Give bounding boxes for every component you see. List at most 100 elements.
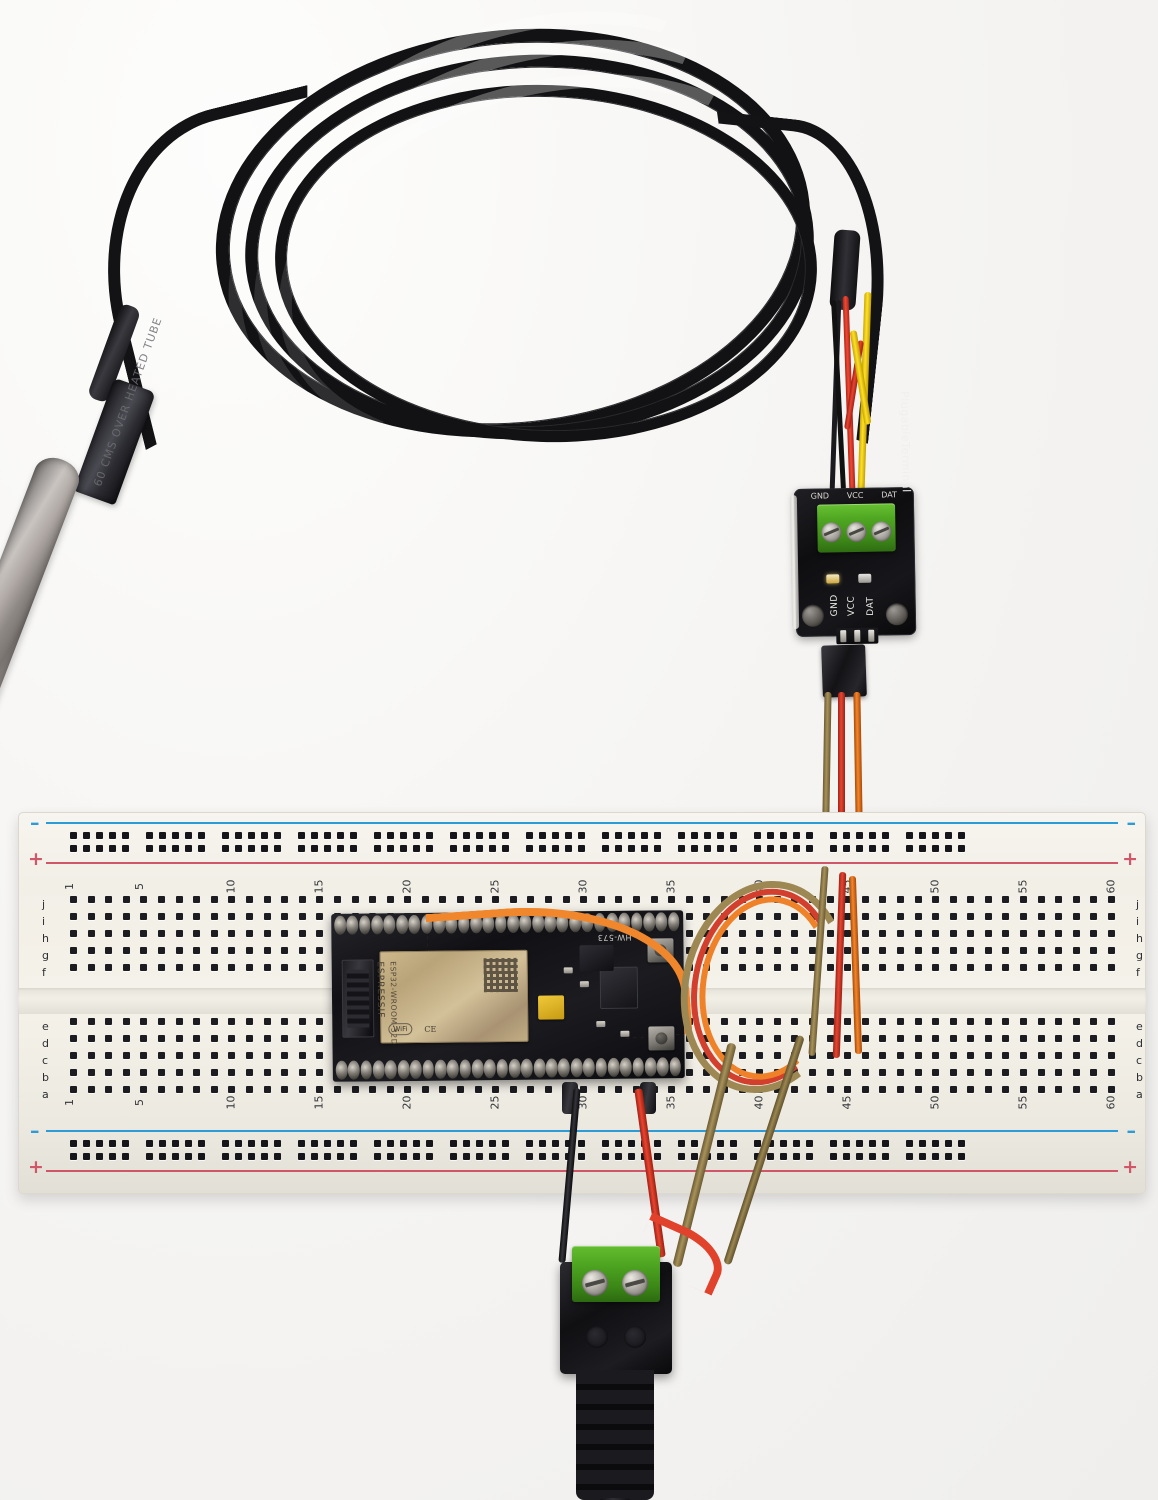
hole-a57[interactable]	[1055, 1086, 1063, 1093]
hole-j9[interactable]	[210, 896, 218, 903]
rail-hole[interactable]	[159, 1140, 166, 1147]
hole-b10[interactable]	[228, 1069, 236, 1076]
hole-d52[interactable]	[967, 1035, 975, 1042]
hole-j4[interactable]	[122, 896, 130, 903]
esp32-pin[interactable]	[643, 912, 656, 932]
hole-a56[interactable]	[1037, 1086, 1045, 1093]
rail-hole-group[interactable]	[70, 832, 135, 839]
hole-j36[interactable]	[685, 896, 693, 903]
hole-i14[interactable]	[298, 913, 306, 920]
rail-hole-group[interactable]	[374, 845, 439, 852]
hole-g15[interactable]	[316, 947, 324, 954]
hole-a14[interactable]	[298, 1086, 306, 1093]
hole-j41[interactable]	[773, 896, 781, 903]
hole-a49[interactable]	[914, 1086, 922, 1093]
hole-a18[interactable]	[369, 1086, 377, 1093]
hole-g6[interactable]	[157, 947, 165, 954]
esp32-pin[interactable]	[422, 1059, 435, 1079]
hole-b48[interactable]	[896, 1069, 904, 1076]
rail-hole[interactable]	[274, 1153, 281, 1160]
hole-e2[interactable]	[87, 1018, 95, 1025]
rail-hole[interactable]	[159, 1153, 166, 1160]
rail-hole-group[interactable]	[830, 1153, 895, 1160]
hole-c36[interactable]	[685, 1052, 693, 1059]
hole-b14[interactable]	[298, 1069, 306, 1076]
rail-hole[interactable]	[159, 832, 166, 839]
hole-i58[interactable]	[1072, 913, 1080, 920]
rail-hole[interactable]	[539, 832, 546, 839]
rail-hole-group[interactable]	[678, 832, 743, 839]
rail-hole[interactable]	[539, 1153, 546, 1160]
rail-hole-group[interactable]	[374, 1140, 439, 1147]
hole-a58[interactable]	[1072, 1086, 1080, 1093]
hole-b59[interactable]	[1090, 1069, 1098, 1076]
rail-hole[interactable]	[615, 845, 622, 852]
rail-hole[interactable]	[717, 832, 724, 839]
hole-i6[interactable]	[157, 913, 165, 920]
hole-h39[interactable]	[738, 930, 746, 937]
rail-hole[interactable]	[678, 845, 685, 852]
rail-hole[interactable]	[83, 832, 90, 839]
hole-c37[interactable]	[703, 1052, 711, 1059]
rail-hole[interactable]	[96, 1153, 103, 1160]
hole-i44[interactable]	[826, 913, 834, 920]
rail-hole[interactable]	[198, 832, 205, 839]
hole-c45[interactable]	[844, 1052, 852, 1059]
hole-g12[interactable]	[263, 947, 271, 954]
hole-a37[interactable]	[703, 1086, 711, 1093]
hole-g14[interactable]	[298, 947, 306, 954]
rail-hole[interactable]	[235, 1153, 242, 1160]
rail-hole[interactable]	[248, 832, 255, 839]
rail-hole-group[interactable]	[146, 1153, 211, 1160]
rail-hole[interactable]	[843, 832, 850, 839]
rail-hole[interactable]	[311, 1153, 318, 1160]
rail-hole[interactable]	[350, 832, 357, 839]
hole-c6[interactable]	[157, 1052, 165, 1059]
hole-g59[interactable]	[1090, 947, 1098, 954]
rail-hole[interactable]	[198, 845, 205, 852]
hole-h5[interactable]	[140, 930, 148, 937]
hole-b2[interactable]	[87, 1069, 95, 1076]
rail-hole[interactable]	[932, 1153, 939, 1160]
hole-h51[interactable]	[949, 930, 957, 937]
hole-g11[interactable]	[245, 947, 253, 954]
rail-hole[interactable]	[552, 1153, 559, 1160]
rail-hole[interactable]	[261, 845, 268, 852]
hole-b41[interactable]	[773, 1069, 781, 1076]
rail-hole[interactable]	[628, 845, 635, 852]
rail-hole[interactable]	[122, 832, 129, 839]
hole-j7[interactable]	[175, 896, 183, 903]
rail-hole[interactable]	[70, 832, 77, 839]
rail-hole[interactable]	[691, 1153, 698, 1160]
rail-hole[interactable]	[400, 1140, 407, 1147]
rail-hole-group[interactable]	[602, 1140, 667, 1147]
hole-j17[interactable]	[351, 896, 359, 903]
hole-b6[interactable]	[157, 1069, 165, 1076]
hole-h47[interactable]	[879, 930, 887, 937]
rail-hole[interactable]	[654, 845, 661, 852]
dupont-connector-shell[interactable]	[821, 644, 867, 698]
hole-d59[interactable]	[1090, 1035, 1098, 1042]
hole-h10[interactable]	[228, 930, 236, 937]
rail-hole[interactable]	[476, 832, 483, 839]
hole-a23[interactable]	[457, 1086, 465, 1093]
hole-j53[interactable]	[984, 896, 992, 903]
hole-b45[interactable]	[844, 1069, 852, 1076]
rail-hole[interactable]	[641, 832, 648, 839]
rail-hole[interactable]	[413, 1140, 420, 1147]
rail-hole[interactable]	[426, 845, 433, 852]
rail-hole[interactable]	[261, 1140, 268, 1147]
rail-hole[interactable]	[476, 845, 483, 852]
rail-hole[interactable]	[578, 1153, 585, 1160]
hole-f53[interactable]	[984, 964, 992, 971]
rail-hole[interactable]	[274, 832, 281, 839]
rail-hole[interactable]	[906, 845, 913, 852]
rail-hole[interactable]	[958, 1140, 965, 1147]
hole-f51[interactable]	[949, 964, 957, 971]
hole-h50[interactable]	[932, 930, 940, 937]
hole-d49[interactable]	[914, 1035, 922, 1042]
rail-hole[interactable]	[198, 1140, 205, 1147]
hole-e59[interactable]	[1090, 1018, 1098, 1025]
hole-j22[interactable]	[439, 896, 447, 903]
rail-hole[interactable]	[869, 845, 876, 852]
